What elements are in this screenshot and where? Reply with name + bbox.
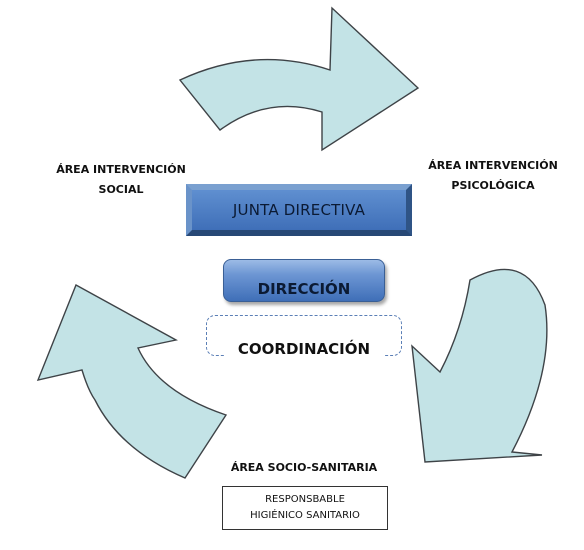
cycle-arrow-left	[36, 284, 228, 479]
junta-directiva-label: JUNTA DIRECTIVA	[232, 201, 366, 219]
direccion-label: DIRECCIÓN	[257, 280, 351, 298]
area-intervencion-psicologica-label: ÁREA INTERVENCIÓN PSICOLÓGICA	[418, 156, 568, 196]
cycle-arrow-right	[411, 268, 548, 463]
area-psicologica-line1: ÁREA INTERVENCIÓN	[428, 159, 558, 172]
area-socio-sanitaria-line1: ÁREA SOCIO-SANITARIA	[230, 461, 378, 474]
direccion-box: DIRECCIÓN	[223, 259, 385, 302]
area-intervencion-social-label: ÁREA INTERVENCIÓN SOCIAL	[46, 160, 196, 200]
area-social-line2: SOCIAL	[98, 183, 144, 196]
area-psicologica-line2: PSICOLÓGICA	[451, 179, 535, 192]
responsable-line2: HIGIÉNICO SANITARIO	[250, 510, 360, 521]
area-socio-sanitaria-label: ÁREA SOCIO-SANITARIA	[214, 458, 394, 478]
junta-directiva-face: JUNTA DIRECTIVA	[192, 190, 406, 230]
coordinacion-label: COORDINACIÓN	[224, 339, 384, 359]
cycle-arrow-top	[178, 6, 420, 152]
junta-directiva-box: JUNTA DIRECTIVA	[186, 184, 412, 236]
area-social-line1: ÁREA INTERVENCIÓN	[56, 163, 186, 176]
responsable-line1: RESPONSBABLE	[265, 494, 345, 505]
responsable-higienico-sanitario-box: RESPONSBABLE HIGIÉNICO SANITARIO	[222, 486, 388, 530]
